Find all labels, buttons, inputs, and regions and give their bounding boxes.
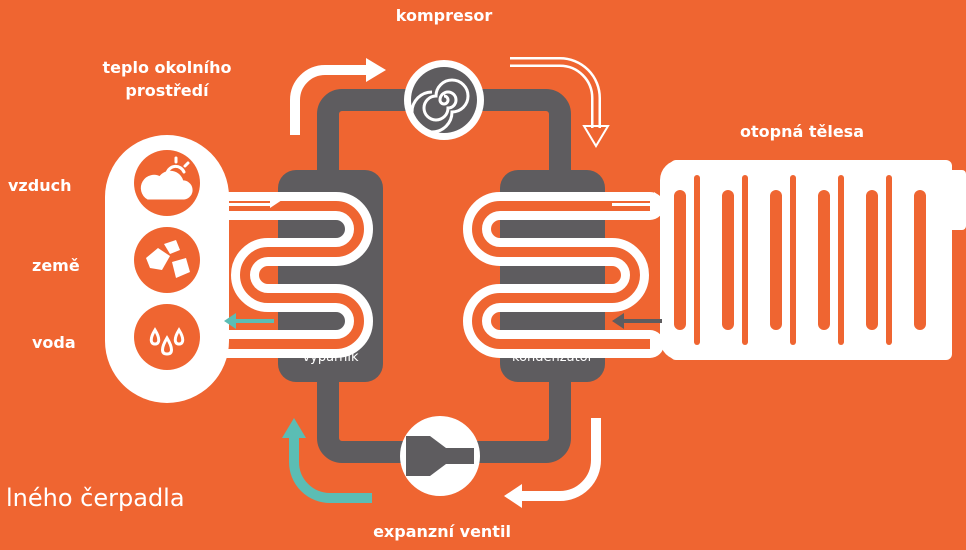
heat-out-arrow (612, 192, 666, 208)
cycle-arrow-top-left (290, 65, 370, 135)
spiral-compressor-icon (410, 78, 470, 134)
evaporator-label: výparník (302, 350, 359, 365)
radiator-return-arrow (612, 313, 662, 329)
water-label: voda (32, 333, 76, 352)
air-label: vzduch (8, 176, 72, 195)
partial-title: lného čerpadla (6, 484, 185, 512)
radiator-valve (944, 170, 966, 230)
compressor-label: kompresor (395, 6, 493, 25)
rocks-icon (146, 240, 190, 278)
cycle-arrow-bottom-left (289, 436, 372, 503)
radiator (660, 160, 966, 360)
condenser-label: kondenzátor (512, 350, 593, 365)
expansion-valve-label: expanzní ventil (373, 522, 511, 541)
cloud-sun-icon (140, 156, 193, 200)
earth-label: země (32, 256, 80, 275)
cycle-arrow-bottom-right (520, 418, 601, 501)
radiators-label: otopná tělesa (740, 122, 864, 141)
ambient-heat-label: teplo okolního prostředí (102, 58, 232, 100)
condenser-block (500, 170, 605, 382)
heat-in-arrow (228, 192, 282, 208)
valve-icon (406, 436, 474, 476)
water-drops-icon (149, 327, 185, 356)
cooled-return-arrow (224, 313, 274, 329)
